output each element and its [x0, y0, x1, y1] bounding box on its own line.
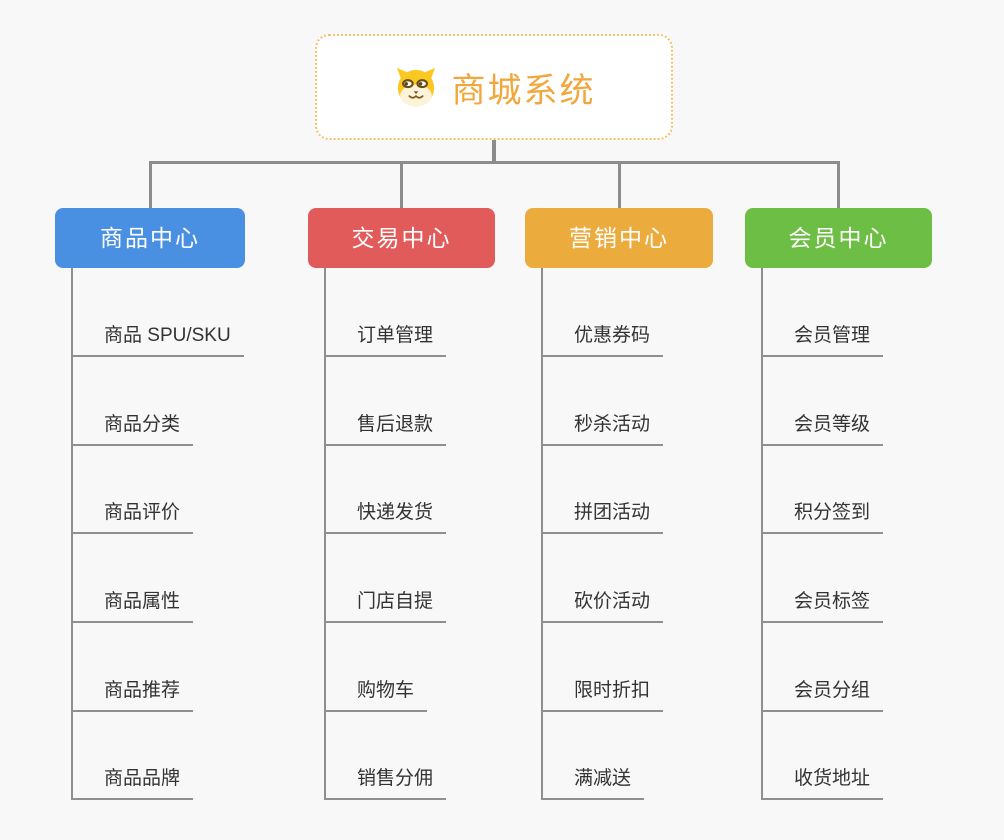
branch-member-center[interactable]: 会员中心	[745, 208, 932, 268]
branch-marketing-center[interactable]: 营销中心	[525, 208, 713, 268]
connector-drop-4	[837, 161, 840, 208]
child-topic[interactable]: 商品属性	[71, 587, 194, 623]
child-topic[interactable]: 门店自提	[324, 587, 447, 623]
root-topic-title: 商城系统	[451, 71, 596, 110]
branch-spine	[761, 268, 763, 800]
connector-root-stem	[492, 140, 496, 164]
child-topic[interactable]: 商品分类	[71, 410, 194, 446]
child-topic[interactable]: 会员标签	[761, 587, 884, 623]
child-topic[interactable]: 限时折扣	[541, 676, 664, 712]
child-topic[interactable]: 砍价活动	[541, 587, 664, 623]
child-topic[interactable]: 拼团活动	[541, 498, 664, 534]
child-topic[interactable]: 会员分组	[761, 676, 884, 712]
child-topic[interactable]: 优惠券码	[541, 321, 664, 357]
child-topic[interactable]: 售后退款	[324, 410, 447, 446]
root-topic[interactable]: 商城系统	[315, 34, 673, 140]
connector-drop-2	[400, 161, 403, 208]
branch-spine	[324, 268, 326, 800]
child-topic[interactable]: 秒杀活动	[541, 410, 664, 446]
branch-product-center[interactable]: 商品中心	[55, 208, 245, 268]
connector-bus	[149, 161, 840, 164]
child-topic[interactable]: 满减送	[541, 764, 645, 800]
child-topic[interactable]: 积分签到	[761, 498, 884, 534]
child-topic[interactable]: 商品推荐	[71, 676, 194, 712]
child-topic[interactable]: 会员等级	[761, 410, 884, 446]
child-topic[interactable]: 购物车	[324, 676, 428, 712]
connector-drop-3	[618, 161, 621, 208]
child-topic[interactable]: 收货地址	[761, 764, 884, 800]
child-topic[interactable]: 订单管理	[324, 321, 447, 357]
child-topic[interactable]: 商品评价	[71, 498, 194, 534]
dog-face-icon	[393, 66, 439, 108]
child-topic[interactable]: 商品品牌	[71, 764, 194, 800]
child-topic[interactable]: 快递发货	[324, 498, 447, 534]
branch-trade-center[interactable]: 交易中心	[308, 208, 495, 268]
connector-drop-1	[149, 161, 152, 208]
branch-spine	[71, 268, 73, 800]
branch-spine	[541, 268, 543, 800]
child-topic[interactable]: 销售分佣	[324, 764, 447, 800]
child-topic[interactable]: 会员管理	[761, 321, 884, 357]
child-topic[interactable]: 商品 SPU/SKU	[71, 321, 244, 357]
